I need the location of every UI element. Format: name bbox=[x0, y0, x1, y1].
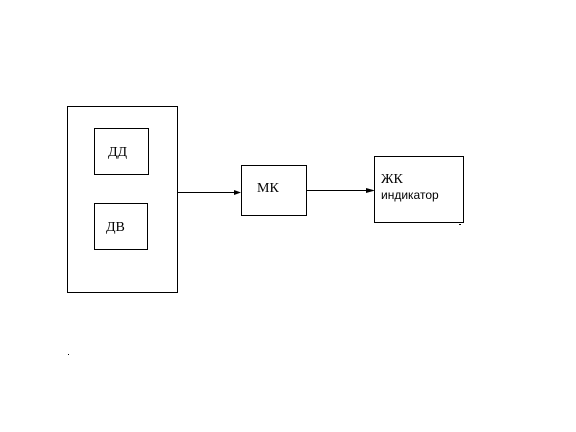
stray-mark bbox=[459, 224, 461, 225]
microcontroller-label: МК bbox=[257, 181, 279, 196]
pressure-sensor-label: ДД bbox=[108, 145, 128, 160]
pressure-sensor-box bbox=[94, 128, 149, 175]
lcd-indicator-box bbox=[374, 156, 464, 223]
lcd-indicator-label-line2: индикатор bbox=[381, 188, 439, 202]
water-sensor-label: ДВ bbox=[106, 220, 125, 235]
stray-dot bbox=[68, 354, 69, 355]
sensor-to-mk-arrowhead bbox=[234, 190, 241, 195]
mk-to-lcd-arrowhead bbox=[366, 188, 375, 193]
lcd-indicator-label-line1: ЖК bbox=[381, 172, 404, 187]
water-sensor-box bbox=[94, 203, 148, 250]
